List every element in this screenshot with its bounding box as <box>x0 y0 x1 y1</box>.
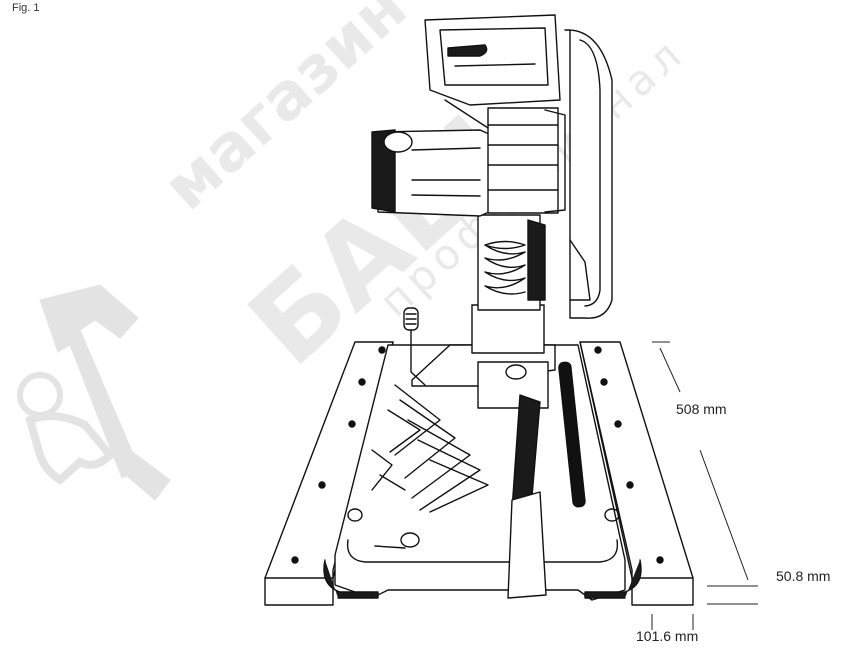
dim-508-upper-line <box>659 347 681 393</box>
vise-clamp <box>411 344 556 599</box>
right-base-rail <box>579 341 694 606</box>
motor-housing <box>371 107 566 217</box>
thickness-dimension-label: 50.8 mm <box>776 568 831 584</box>
height-dimension-label: 508 mm <box>676 401 727 417</box>
base-plate <box>323 344 642 601</box>
left-base-rail <box>264 341 394 606</box>
blade-guard <box>564 29 613 319</box>
figure-label: Fig. 1 <box>12 2 40 14</box>
grip-chevron-pattern <box>371 384 489 513</box>
dimension-lines <box>651 341 758 630</box>
watermark-hammer-logo <box>17 284 171 501</box>
rail-width-dimension-label: 101.6 mm <box>636 628 699 644</box>
vise-handle-rod <box>403 307 426 386</box>
pivot-spring-column <box>471 214 546 354</box>
saw-handle <box>424 14 561 129</box>
blade-slot <box>558 361 586 508</box>
dim-508-lower-line <box>699 449 749 581</box>
